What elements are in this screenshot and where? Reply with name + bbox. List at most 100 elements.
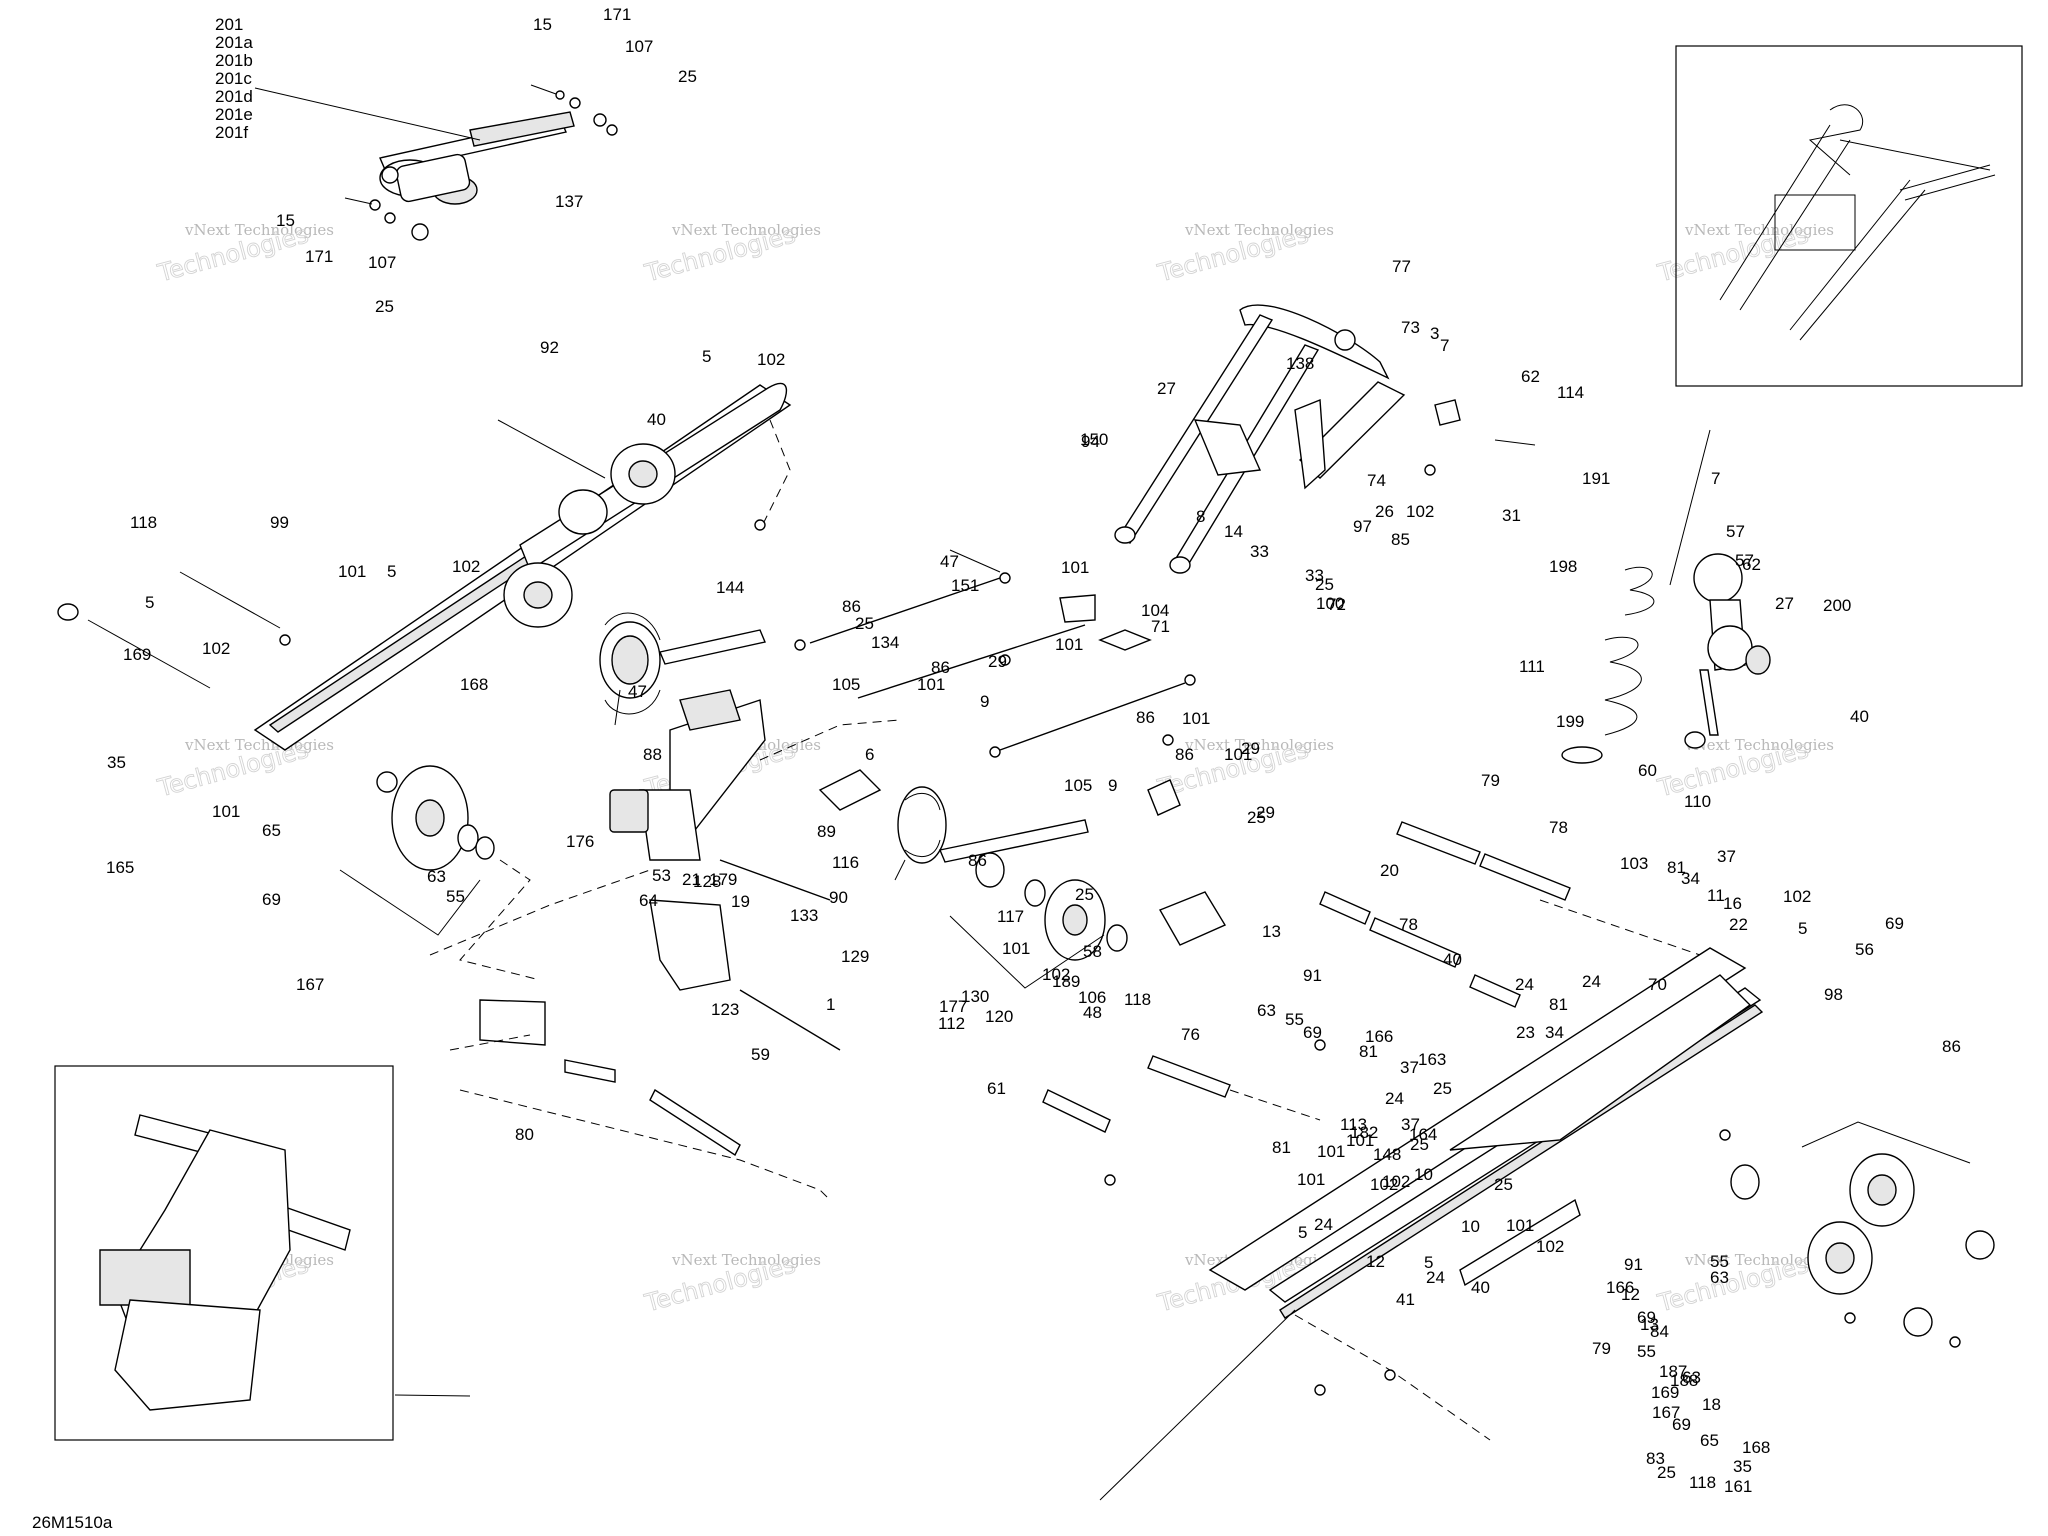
callout-label: 8 bbox=[1196, 507, 1205, 526]
front-arm-assembly bbox=[429, 689, 901, 1201]
rear-idler-wheels bbox=[1730, 1121, 1995, 1337]
callout-label: 37 bbox=[1400, 1058, 1419, 1077]
callout-label: 25 bbox=[1433, 1079, 1452, 1098]
callout-label: 118 bbox=[1689, 1473, 1716, 1492]
callout-201f: 201f bbox=[215, 123, 248, 142]
callout-label: 61 bbox=[987, 1079, 1006, 1098]
callout-label: 47 bbox=[628, 682, 647, 701]
callout-label: 29 bbox=[988, 652, 1007, 671]
callout-label: 104 bbox=[1141, 601, 1169, 620]
callout-label: 25 bbox=[1247, 808, 1266, 827]
callout-label: 71 bbox=[1151, 617, 1170, 636]
callout-label: 11 bbox=[1707, 886, 1725, 905]
callout-label: 176 bbox=[566, 832, 594, 851]
callout-label: 111 bbox=[1519, 657, 1545, 676]
callout-label: 81 bbox=[1549, 995, 1568, 1014]
callout-label: 92 bbox=[540, 338, 559, 357]
callout-label: 167 bbox=[296, 975, 324, 994]
callout-label: 97 bbox=[1353, 517, 1372, 536]
center-shock-spring bbox=[1561, 429, 1771, 764]
callout-201c: 201c bbox=[215, 69, 252, 88]
callout-label: 5 bbox=[702, 347, 711, 366]
callout-label: 69 bbox=[1885, 914, 1904, 933]
callout-label: 88 bbox=[643, 745, 662, 764]
callout-label: 84 bbox=[1650, 1322, 1669, 1341]
callout-label: 81 bbox=[1359, 1042, 1378, 1061]
callout-label: 101 bbox=[1055, 635, 1083, 654]
callout-201d: 201d bbox=[215, 87, 253, 106]
inset-bottom-left-sketch bbox=[99, 1114, 471, 1411]
callout-label: 137 bbox=[555, 192, 583, 211]
callout-label: 73 bbox=[1401, 318, 1420, 337]
callout-label: 169 bbox=[1651, 1383, 1679, 1402]
callout-label: 101 bbox=[338, 562, 366, 581]
callout-label: 118 bbox=[130, 513, 157, 532]
callout-label: 63 bbox=[1682, 1368, 1701, 1387]
callout-label: 22 bbox=[1729, 915, 1748, 934]
callout-label: 150 bbox=[1080, 430, 1108, 449]
callout-label: 24 bbox=[1385, 1089, 1404, 1108]
callout-label: 90 bbox=[829, 888, 848, 907]
callout-label: 86 bbox=[1175, 745, 1194, 764]
callout-label: 65 bbox=[262, 821, 281, 840]
callout-label: 69 bbox=[262, 890, 281, 909]
idler-wheel-left bbox=[339, 765, 541, 981]
callout-label: 35 bbox=[1733, 1457, 1752, 1476]
callout-label: 60 bbox=[1638, 761, 1657, 780]
callout-label: 33 bbox=[1250, 542, 1269, 561]
watermark-text: vNext Technologies bbox=[671, 221, 821, 239]
callout-label: 151 bbox=[951, 576, 979, 595]
fastener-nut bbox=[1314, 1384, 1326, 1396]
watermark-text: vNext Technologies bbox=[1184, 221, 1334, 239]
callout-label: 168 bbox=[460, 675, 488, 694]
callout-label: 128 bbox=[693, 872, 721, 891]
callout-label: 101 bbox=[1506, 1216, 1534, 1235]
callout-label: 102 bbox=[1370, 1175, 1398, 1194]
callout-label: 165 bbox=[106, 858, 134, 877]
rear-shock-assembly bbox=[344, 84, 618, 241]
callout-label: 107 bbox=[368, 253, 396, 272]
callout-label: 31 bbox=[1502, 506, 1521, 525]
callout-label: 6 bbox=[865, 745, 874, 764]
callout-label: 25 bbox=[855, 614, 874, 633]
callout-201a: 201a bbox=[215, 33, 253, 52]
callout-label: 25 bbox=[1075, 885, 1094, 904]
callout-label: 1 bbox=[826, 995, 835, 1014]
callout-label: 40 bbox=[1471, 1278, 1490, 1297]
callout-label: 105 bbox=[832, 675, 860, 694]
callout-label: 177 bbox=[939, 997, 967, 1016]
callout-label: 27 bbox=[1775, 594, 1794, 613]
callout-label: 86 bbox=[931, 658, 950, 677]
callout-label: 7 bbox=[1440, 336, 1449, 355]
callout-label: 112 bbox=[938, 1014, 965, 1033]
callout-label: 86 bbox=[968, 851, 987, 870]
callout-label: 47 bbox=[940, 552, 959, 571]
callout-label: 55 bbox=[1710, 1252, 1729, 1271]
fastener-nut bbox=[279, 634, 291, 646]
callout-label: 101 bbox=[1182, 709, 1210, 728]
callout-label: 98 bbox=[1824, 985, 1843, 1004]
callout-label: 15 bbox=[533, 15, 552, 34]
callout-label: 24 bbox=[1314, 1215, 1333, 1234]
callout-label: 118 bbox=[1124, 990, 1151, 1009]
callout-label: 62 bbox=[1521, 367, 1540, 386]
callout-label: 89 bbox=[817, 822, 836, 841]
callout-label: 9 bbox=[980, 692, 989, 711]
callout-label: 24 bbox=[1426, 1268, 1445, 1287]
callout-label: 24 bbox=[1582, 972, 1601, 991]
callout-label: 106 bbox=[1078, 988, 1106, 1007]
link-rods bbox=[794, 549, 1196, 816]
callout-label: 94 bbox=[1081, 432, 1100, 451]
callout-label: 105 bbox=[1064, 776, 1092, 795]
callout-label: 55 bbox=[1285, 1010, 1304, 1029]
callout-label: 83 bbox=[1646, 1449, 1665, 1468]
callout-label: 63 bbox=[1710, 1268, 1729, 1287]
callout-label: 25 bbox=[678, 67, 697, 86]
callout-label: 103 bbox=[1620, 854, 1648, 873]
callout-201: 201 bbox=[215, 15, 243, 34]
callout-label: 86 bbox=[1942, 1037, 1961, 1056]
callout-label: 102 bbox=[1536, 1237, 1564, 1256]
callout-label: 12 bbox=[1366, 1252, 1385, 1271]
callout-label: 101 bbox=[1317, 1142, 1345, 1161]
